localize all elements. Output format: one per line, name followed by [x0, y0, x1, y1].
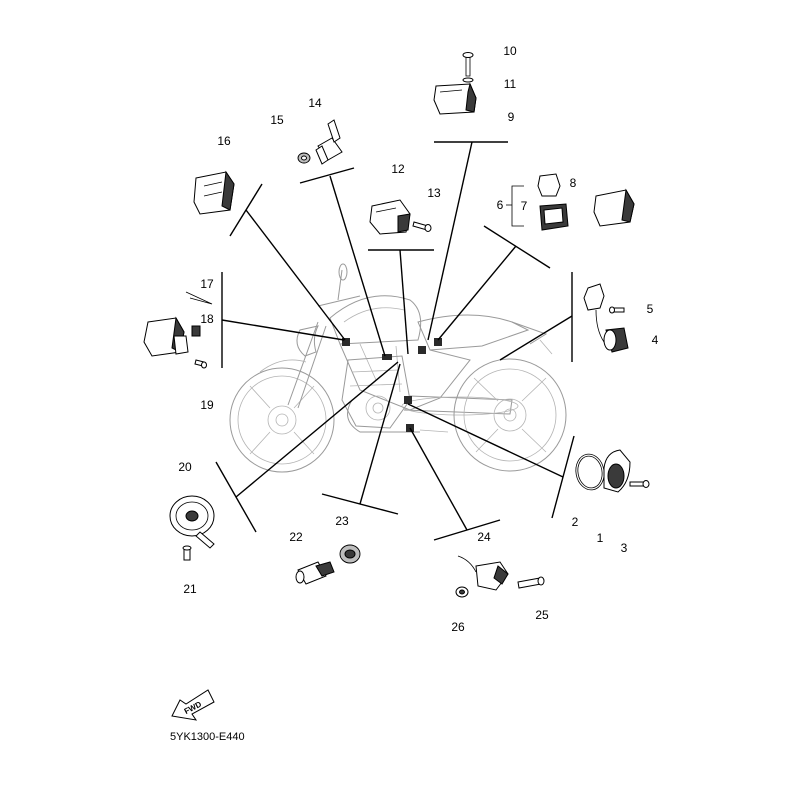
callout-13: 13 [427, 186, 441, 200]
callout-20: 20 [178, 460, 192, 474]
sensor-part-9 [433, 52, 477, 115]
sensor-part-4 [583, 283, 629, 353]
sensor-part-24 [455, 555, 545, 598]
callout-7: 7 [521, 199, 528, 213]
leader-lines [185, 141, 575, 541]
callout-5: 5 [647, 302, 654, 316]
callout-3: 3 [621, 541, 628, 555]
horn-part-20 [169, 495, 215, 561]
callout-22: 22 [289, 530, 303, 544]
callout-14: 14 [308, 96, 322, 110]
callout-18: 18 [200, 312, 214, 326]
callout-9: 9 [508, 110, 515, 124]
relay-part-16 [193, 170, 235, 215]
forward-arrow-icon: FWD [171, 689, 215, 721]
motorcycle-outline [229, 263, 567, 473]
sensor-part-12 [369, 199, 432, 235]
callout-8: 8 [570, 176, 577, 190]
callout-17: 17 [200, 277, 214, 291]
callout-4: 4 [652, 333, 659, 347]
callout-24: 24 [477, 530, 491, 544]
callout-25: 25 [535, 608, 549, 622]
callout-10: 10 [503, 44, 517, 58]
callout-6: 6 [497, 198, 504, 212]
switch-part-14 [297, 119, 343, 165]
callout-12: 12 [391, 162, 405, 176]
callout-1: 1 [597, 531, 604, 545]
callout-15: 15 [270, 113, 284, 127]
callout-23: 23 [335, 514, 349, 528]
callout-labels: 1 2 3 4 5 6 7 8 9 10 11 12 13 14 15 16 1… [178, 44, 658, 634]
cover-part-1 [575, 449, 650, 493]
callout-19: 19 [200, 398, 214, 412]
flasher-part-17 [143, 316, 207, 369]
diagram-code: 5YK1300-E440 [170, 731, 245, 743]
relay-part-7 [537, 173, 635, 231]
callout-11: 11 [504, 77, 517, 91]
callout-26: 26 [451, 620, 465, 634]
callout-16: 16 [217, 134, 231, 148]
callout-21: 21 [183, 582, 197, 596]
callout-2: 2 [572, 515, 579, 529]
socket-part-22 [295, 544, 361, 585]
